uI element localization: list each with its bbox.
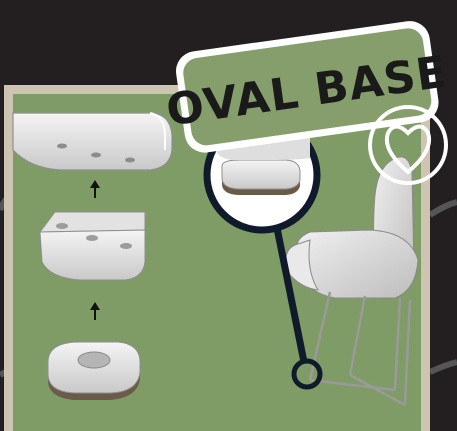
oval-base-part bbox=[48, 342, 140, 400]
seat-rail bbox=[13, 113, 172, 170]
rail-mount bbox=[40, 212, 145, 280]
